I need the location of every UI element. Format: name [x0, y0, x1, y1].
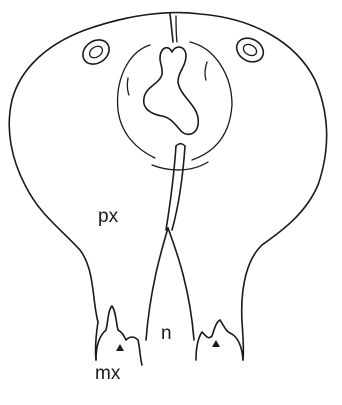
right-eye-socket [232, 33, 267, 66]
left-ring-arc [118, 45, 155, 158]
top-midline-crease [170, 14, 173, 42]
left-arrowhead-marker [116, 344, 124, 351]
right-inner-tick [205, 62, 207, 80]
midline-tube-right [172, 146, 185, 230]
right-arrowhead-marker [212, 340, 220, 347]
right-eye-socket-inner [241, 42, 258, 58]
left-inner-tick [127, 78, 129, 95]
left-eye-socket [78, 35, 114, 69]
nasal-right-edge [168, 228, 194, 340]
right-maxilla-notch [196, 320, 243, 360]
top-midline-side [176, 16, 177, 42]
midline-tube-cap [176, 144, 185, 146]
lower-ring-arc [152, 162, 208, 170]
label-n: n [161, 323, 172, 344]
central-keyhole-shape [144, 47, 199, 134]
left-maxilla-notch [96, 306, 142, 365]
label-px: px [98, 206, 119, 227]
label-mx: mx [95, 363, 121, 384]
right-ring-arc [190, 42, 232, 160]
left-eye-socket-inner [87, 44, 104, 60]
skull-outer-outline [9, 13, 326, 322]
